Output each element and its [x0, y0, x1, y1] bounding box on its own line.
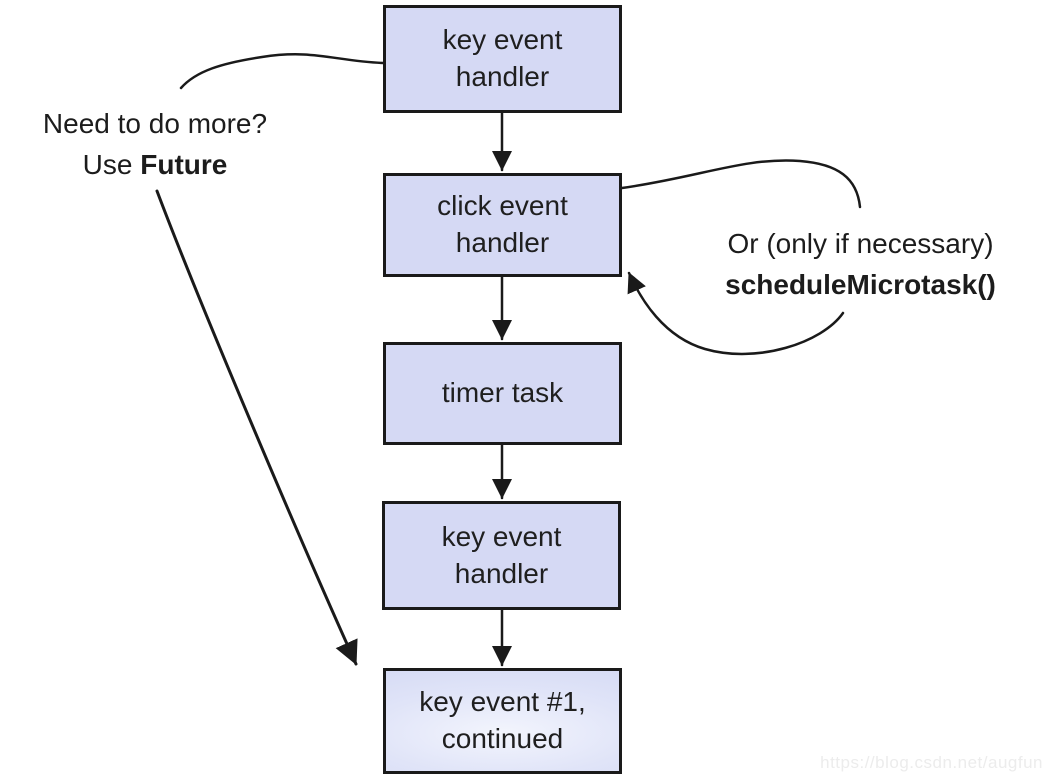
node-click-event-handler: click event handler: [383, 173, 622, 277]
microtask-note-line2-bold: scheduleMicrotask(): [725, 268, 996, 300]
node-label-line: key event: [442, 24, 563, 56]
future-note-line2-regular: Use: [82, 148, 141, 180]
node-label-line: continued: [441, 723, 564, 754]
watermark-url: https://blog.csdn.net/augfun: [820, 753, 1043, 772]
microtask-note-line1: Or (only if necessary): [727, 228, 994, 259]
future-note-line1: Need to do more?: [42, 108, 268, 139]
future-note-connector: [179, 53, 385, 90]
node-label-line: handler: [454, 557, 549, 589]
node-key-event-handler-1: key event handler: [383, 5, 622, 113]
microtask-connector: [620, 159, 862, 209]
future-arrow: [155, 189, 358, 666]
node-label-line: timer task: [441, 377, 564, 409]
future-note-line2: Use Future: [5, 145, 305, 186]
future-note: Need to do more? Use Future: [5, 104, 305, 185]
node-label-line: key event #1,: [419, 686, 586, 718]
node-key-event-handler-2: key event handler: [382, 501, 621, 610]
future-note-line2-bold: Future: [140, 148, 228, 180]
node-label-line: handler: [455, 227, 550, 258]
node-label-line: handler: [455, 61, 550, 92]
microtask-note: Or (only if necessary) scheduleMicrotask…: [688, 224, 1033, 305]
node-key-event-continued: key event #1, continued: [383, 668, 622, 774]
node-timer-task: timer task: [383, 342, 622, 445]
node-label-line: key event: [441, 520, 562, 552]
microtask-return-arrow: [627, 271, 845, 356]
node-label-line: click event: [437, 190, 568, 222]
